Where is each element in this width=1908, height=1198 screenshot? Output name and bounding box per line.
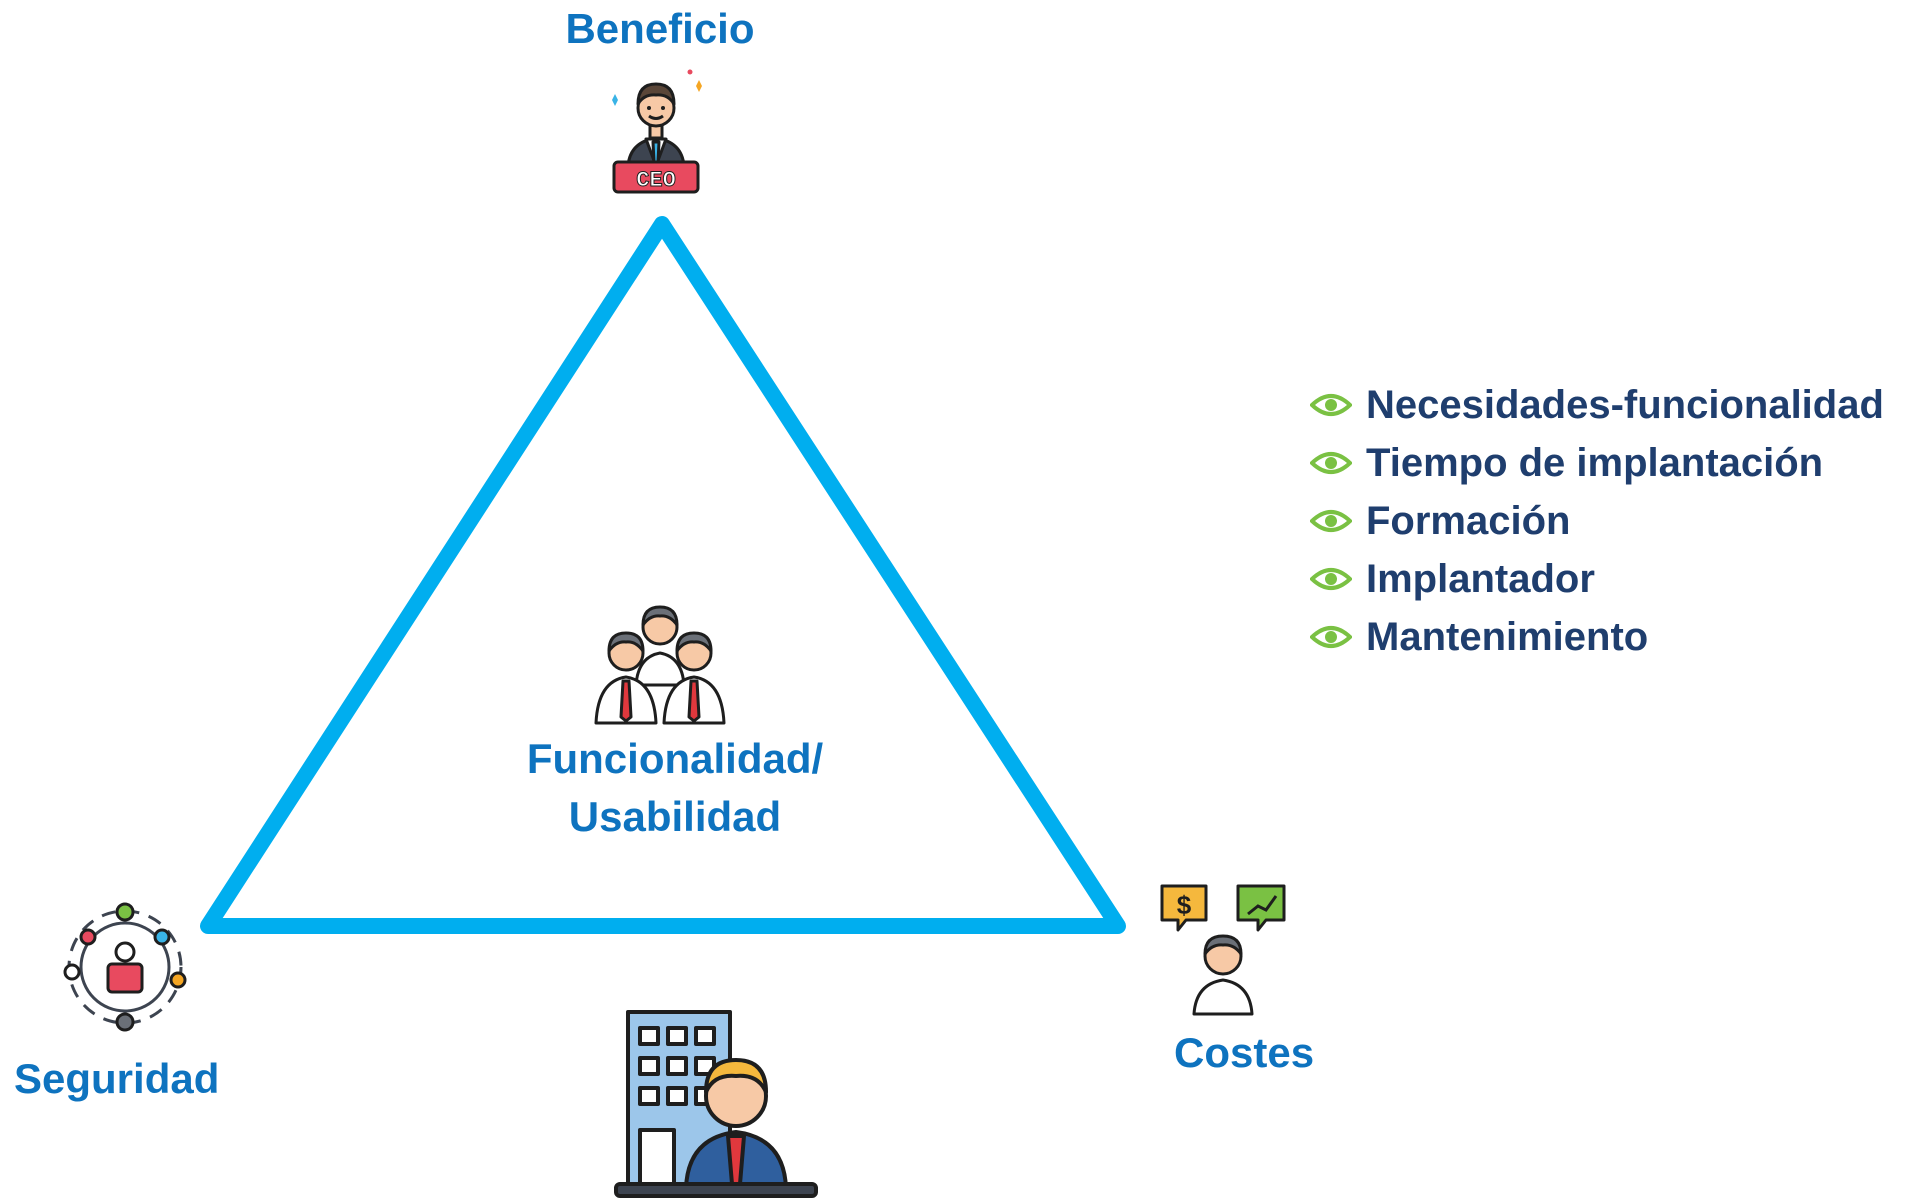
eye-icon — [1310, 510, 1352, 532]
list-item: Formación — [1310, 492, 1884, 550]
triangle-outline — [200, 216, 1126, 934]
node-label-funcionalidad: Funcionalidad/ Usabilidad — [470, 730, 880, 846]
eye-icon — [1310, 394, 1352, 416]
list-item-text: Tiempo de implantación — [1366, 440, 1824, 485]
criteria-list: Necesidades-funcionalidad Tiempo de impl… — [1310, 376, 1884, 666]
list-item: Tiempo de implantación — [1310, 434, 1884, 492]
eye-icon — [1310, 452, 1352, 474]
list-item-text: Necesidades-funcionalidad — [1366, 382, 1884, 427]
svg-text:$: $ — [1177, 890, 1192, 920]
node-label-line-2: Usabilidad — [568, 793, 782, 840]
list-item: Necesidades-funcionalidad — [1310, 376, 1884, 434]
node-label-beneficio: Beneficio — [565, 5, 755, 52]
svg-text:CEO: CEO — [636, 168, 676, 193]
eye-icon — [1310, 568, 1352, 590]
list-item-text: Mantenimiento — [1366, 614, 1649, 659]
node-label-seguridad: Seguridad — [14, 1055, 220, 1102]
team-icon — [594, 605, 726, 725]
security-network-icon — [63, 902, 187, 1032]
list-item: Mantenimiento — [1310, 608, 1884, 666]
list-item-text: Implantador — [1366, 556, 1595, 601]
costs-advisor-icon: $ — [1160, 884, 1286, 1016]
node-label-costes: Costes — [1174, 1029, 1315, 1076]
eye-icon — [1310, 626, 1352, 648]
node-label-line-1: Funcionalidad/ — [526, 735, 824, 782]
ceo-icon: CEO — [612, 69, 702, 194]
list-item: Implantador — [1310, 550, 1884, 608]
company-businessman-icon — [614, 1010, 818, 1198]
list-item-text: Formación — [1366, 498, 1571, 543]
